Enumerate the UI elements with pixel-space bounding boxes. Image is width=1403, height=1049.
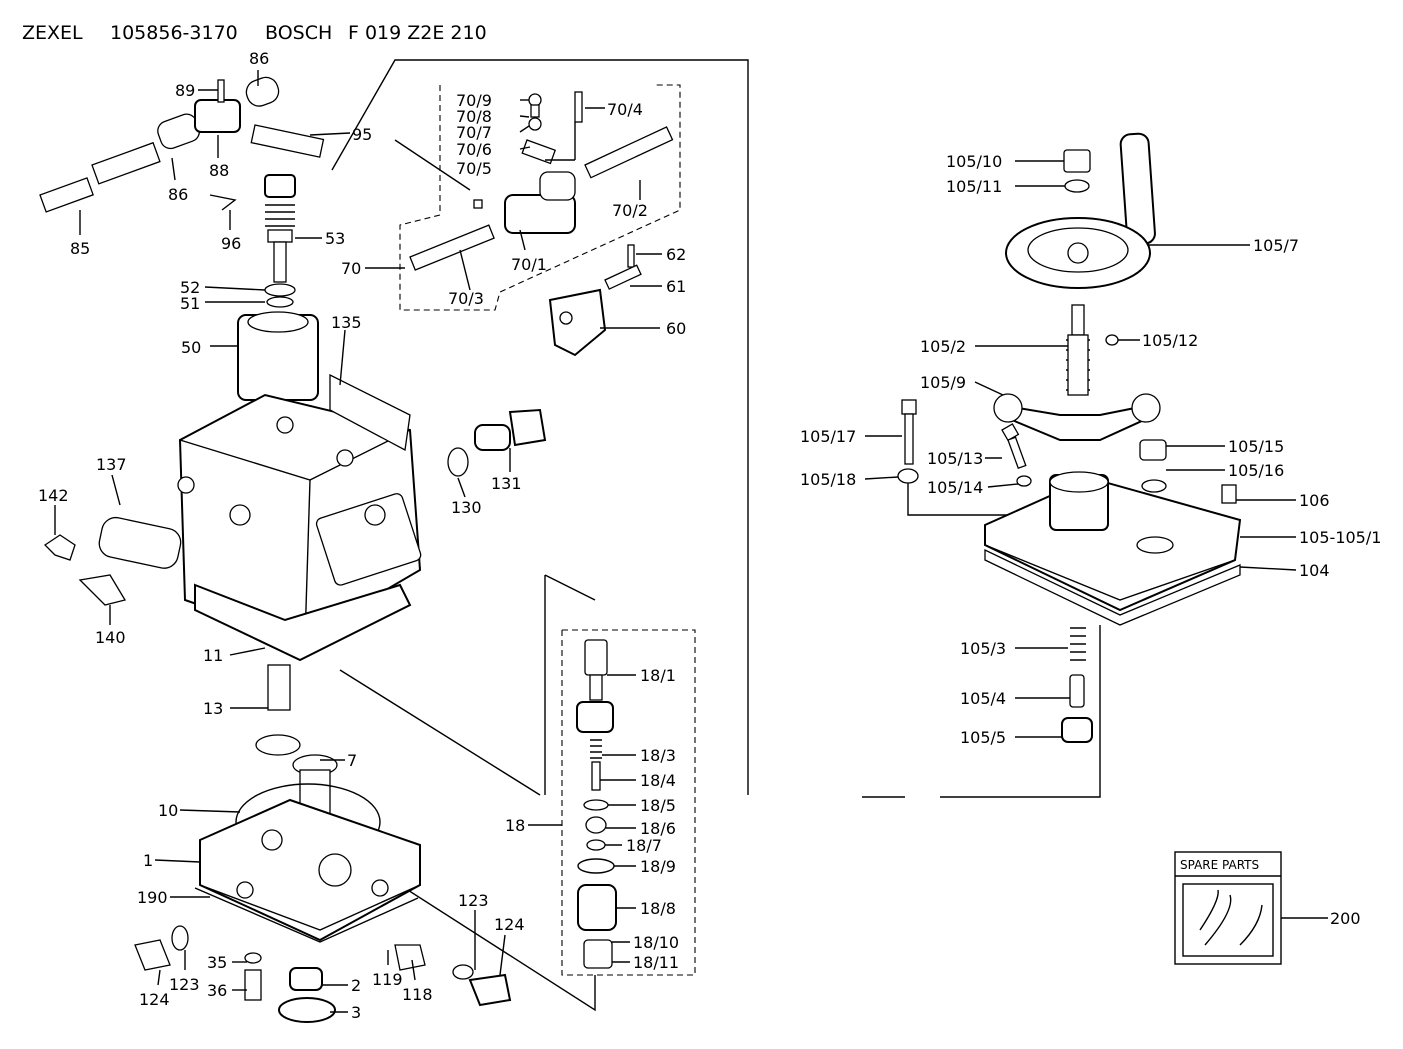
label-70-6: 70/6 (456, 140, 492, 159)
label-105-10: 105/10 (946, 152, 1002, 171)
label-18-9: 18/9 (640, 857, 676, 876)
governor-housing (43, 311, 547, 662)
header: ZEXEL 105856-3170 BOSCH F 019 Z2E 210 (22, 22, 487, 44)
label-95: 95 (352, 125, 372, 144)
label-105-13: 105/13 (927, 449, 983, 468)
label-140: 140 (95, 628, 126, 647)
label-18-3: 18/3 (640, 746, 676, 765)
label-105-11: 105/11 (946, 177, 1002, 196)
label-89: 89 (175, 81, 195, 100)
label-7: 7 (347, 751, 357, 770)
label-123-right: 123 (458, 891, 489, 910)
assembly-outlines (331, 59, 1101, 1012)
label-35: 35 (207, 953, 227, 972)
lever-group-70 (409, 91, 674, 357)
label-118: 118 (402, 985, 433, 1004)
label-70-4: 70/4 (607, 100, 643, 119)
label-142: 142 (38, 486, 69, 505)
label-70-1: 70/1 (511, 255, 547, 274)
tool-assembly (897, 132, 1242, 743)
header-bosch-number: F 019 Z2E 210 (348, 22, 487, 44)
label-105-9: 105/9 (920, 373, 966, 392)
label-105-3: 105/3 (960, 639, 1006, 658)
label-70: 70 (341, 259, 361, 278)
label-137: 137 (96, 455, 127, 474)
label-50: 50 (181, 338, 201, 357)
label-10: 10 (158, 801, 178, 820)
label-124-left: 124 (139, 990, 170, 1009)
label-119: 119 (372, 970, 403, 989)
label-105-7: 105/7 (1253, 236, 1299, 255)
header-maker: BOSCH (265, 22, 332, 44)
label-13: 13 (203, 699, 223, 718)
label-70-5: 70/5 (456, 159, 492, 178)
label-96: 96 (221, 234, 241, 253)
label-18-7: 18/7 (626, 836, 662, 855)
label-135: 135 (331, 313, 362, 332)
label-105-4: 105/4 (960, 689, 1006, 708)
part-labels: 86 89 88 86 95 85 96 53 52 51 50 135 70/… (38, 49, 1381, 1022)
label-105-12: 105/12 (1142, 331, 1198, 350)
label-70-3: 70/3 (448, 289, 484, 308)
label-88: 88 (209, 161, 229, 180)
label-62: 62 (666, 245, 686, 264)
label-70-8: 70/8 (456, 107, 492, 126)
label-3: 3 (351, 1003, 361, 1022)
label-60: 60 (666, 319, 686, 338)
label-18-10: 18/10 (633, 933, 679, 952)
label-70-9: 70/9 (456, 91, 492, 110)
header-brand: ZEXEL (22, 22, 83, 44)
label-123-left: 123 (169, 975, 200, 994)
label-11: 11 (203, 646, 223, 665)
label-61: 61 (666, 277, 686, 296)
label-85: 85 (70, 239, 90, 258)
label-18-1: 18/1 (640, 666, 676, 685)
linkage-parts (39, 76, 325, 308)
header-zexel-number: 105856-3170 (110, 22, 238, 44)
label-1: 1 (143, 851, 153, 870)
label-70-2: 70/2 (612, 201, 648, 220)
label-18-6: 18/6 (640, 819, 676, 838)
label-18-8: 18/8 (640, 899, 676, 918)
spare-parts-number: 200 (1330, 909, 1361, 928)
spare-parts-box: SPARE PARTS 200 (1174, 851, 1361, 965)
label-131: 131 (491, 474, 522, 493)
pump-body (134, 664, 512, 1023)
label-18-11: 18/11 (633, 953, 679, 972)
plunger-group-18 (576, 639, 617, 969)
label-105-17: 105/17 (800, 427, 856, 446)
label-105-5: 105/5 (960, 728, 1006, 747)
label-86-mid: 86 (168, 185, 188, 204)
label-106: 106 (1299, 491, 1330, 510)
label-52: 52 (180, 278, 200, 297)
spare-parts-label: SPARE PARTS (1180, 858, 1259, 872)
leader-lines (54, 70, 1297, 1013)
label-105-14: 105/14 (927, 478, 983, 497)
label-18-5: 18/5 (640, 796, 676, 815)
label-124-right: 124 (494, 915, 525, 934)
label-51: 51 (180, 294, 200, 313)
label-86-top: 86 (249, 49, 269, 68)
label-18-4: 18/4 (640, 771, 676, 790)
label-105-16: 105/16 (1228, 461, 1284, 480)
label-105-18: 105/18 (800, 470, 856, 489)
label-36: 36 (207, 981, 227, 1000)
label-18: 18 (505, 816, 525, 835)
label-70-7: 70/7 (456, 123, 492, 142)
label-190: 190 (137, 888, 168, 907)
label-105-15: 105/15 (1228, 437, 1284, 456)
label-130: 130 (451, 498, 482, 517)
label-53: 53 (325, 229, 345, 248)
label-2: 2 (351, 976, 361, 995)
label-105-105-1: 105-105/1 (1299, 528, 1381, 547)
label-105-2: 105/2 (920, 337, 966, 356)
label-104: 104 (1299, 561, 1330, 580)
